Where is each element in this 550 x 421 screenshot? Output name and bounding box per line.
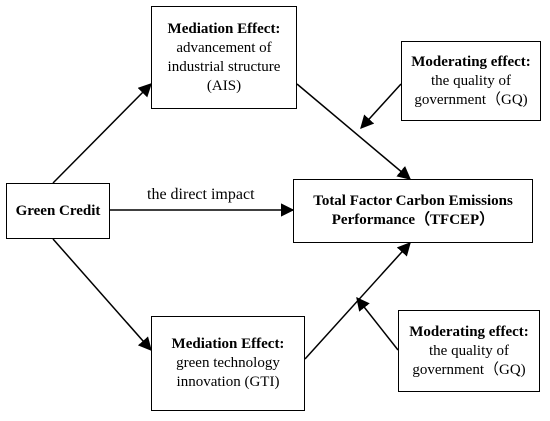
arrow-ais-to-tfcep [296, 83, 412, 180]
ais-line3: (AIS) [206, 77, 242, 94]
tfcep-line2: Performance（TFCEP） [331, 212, 495, 228]
arrow-gti-to-tfcep [304, 241, 411, 360]
gq-bottom-line1: the quality of [429, 342, 509, 359]
green-credit-label: Green Credit [15, 202, 101, 219]
ais-line1: advancement of [176, 39, 272, 56]
green-credit-box: Green Credit [6, 183, 110, 239]
gq-moderation-box-top: Moderating effect: the quality of govern… [401, 41, 541, 121]
gq-bottom-line2: government（GQ) [412, 361, 526, 378]
arrow-gq-bottom-to-path [356, 296, 399, 351]
arrow-gq-top-to-path [360, 83, 402, 129]
arrow-green-credit-to-ais [52, 83, 152, 184]
ais-title: Mediation Effect: [167, 20, 281, 37]
gti-line1: green technology [176, 355, 280, 371]
ais-line2: industrial structure [167, 58, 281, 75]
gq-moderation-box-bottom: Moderating effect: the quality of govern… [398, 310, 540, 392]
gq-top-title: Moderating effect: [411, 53, 531, 70]
gq-bottom-title: Moderating effect: [409, 323, 529, 340]
gti-mediation-box: Mediation Effect: green technology innov… [151, 316, 305, 411]
gti-title: Mediation Effect: [171, 336, 285, 352]
tfcep-box: Total Factor Carbon Emissions Performanc… [293, 179, 533, 243]
gq-top-line1: the quality of [431, 72, 511, 89]
gq-top-line2: government（GQ) [414, 91, 528, 108]
tfcep-line1: Total Factor Carbon Emissions [313, 193, 513, 209]
ais-mediation-box: Mediation Effect: advancement of industr… [151, 6, 297, 109]
arrow-green-credit-to-gti [52, 238, 152, 352]
gti-line2: innovation (GTI) [176, 374, 280, 390]
direct-impact-label: the direct impact [147, 186, 255, 203]
